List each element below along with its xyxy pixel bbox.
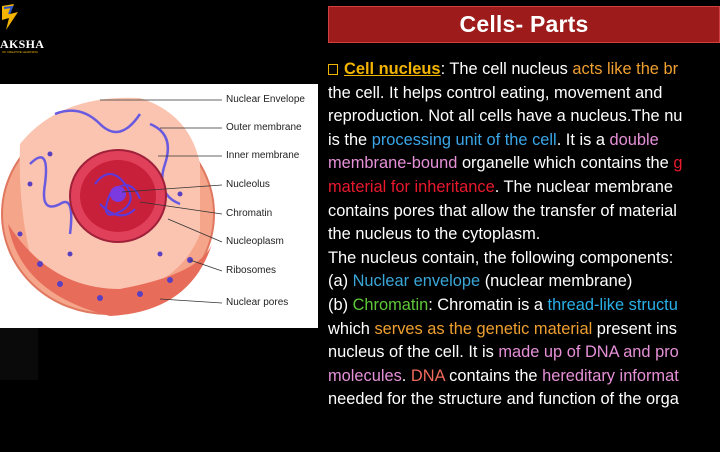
logo-tagline: OF CREATIVE LEARNING	[2, 50, 38, 54]
logo-text: AKSHA	[0, 37, 45, 51]
label-inner-membrane: Inner membrane	[226, 150, 300, 161]
cell-illustration	[1, 97, 223, 316]
cell-diagram: Nuclear Envelope Outer membrane Inner me…	[0, 84, 318, 328]
label-chromatin: Chromatin	[226, 208, 273, 219]
label-nucleolus: Nucleolus	[226, 179, 270, 190]
section-heading: Cell nucleus	[344, 60, 441, 78]
label-nuclear-envelope: Nuclear Envelope	[226, 94, 305, 105]
label-nuclear-pores: Nuclear pores	[226, 297, 289, 308]
title-bar: Cells- Parts	[328, 6, 720, 43]
page-title: Cells- Parts	[459, 11, 589, 37]
decor-block	[0, 328, 38, 380]
label-outer-membrane: Outer membrane	[226, 122, 302, 133]
label-ribosomes: Ribosomes	[226, 265, 277, 276]
logo: AKSHA OF CREATIVE LEARNING	[0, 0, 60, 56]
label-nucleoplasm: Nucleoplasm	[226, 236, 284, 247]
checkbox-bullet-icon	[328, 64, 338, 75]
content-paragraph: Cell nucleus: The cell nucleus acts like…	[328, 60, 683, 409]
logo-emblem-icon	[2, 4, 18, 30]
